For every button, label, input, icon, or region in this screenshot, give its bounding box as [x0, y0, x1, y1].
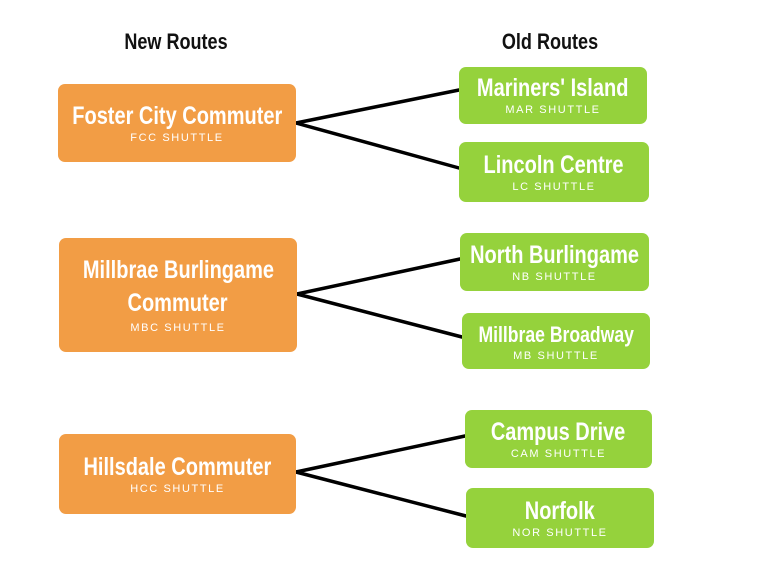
route-title: Mariners' Island [477, 74, 629, 102]
route-shuttle-code: MB SHUTTLE [513, 349, 599, 362]
new-route-foster-city-commuter: Foster City Commuter FCC SHUTTLE [58, 84, 296, 162]
route-shuttle-code: FCC SHUTTLE [130, 131, 224, 144]
route-title: Campus Drive [491, 417, 626, 446]
connector-fcc-mar [294, 88, 461, 125]
route-shuttle-code: NB SHUTTLE [512, 270, 597, 283]
route-title-line-2: Commuter [127, 288, 228, 317]
connector-hcc-nor [294, 470, 468, 518]
new-route-hillsdale-commuter: Hillsdale Commuter HCC SHUTTLE [59, 434, 296, 514]
old-route-north-burlingame: North Burlingame NB SHUTTLE [460, 233, 649, 291]
old-route-millbrae-broadway: Millbrae Broadway MB SHUTTLE [462, 313, 650, 369]
old-route-lincoln-centre: Lincoln Centre LC SHUTTLE [459, 142, 649, 202]
connector-hcc-cam [294, 434, 467, 474]
route-shuttle-code: MBC SHUTTLE [130, 321, 226, 334]
route-shuttle-code: NOR SHUTTLE [512, 526, 608, 539]
route-title: Norfolk [525, 496, 595, 525]
route-title-line-1: Millbrae Burlingame [82, 255, 274, 284]
route-title: Foster City Commuter [71, 101, 283, 130]
old-route-campus-drive: Campus Drive CAM SHUTTLE [465, 410, 652, 468]
connector-mbc-nb [295, 257, 462, 296]
route-shuttle-code: MAR SHUTTLE [505, 104, 601, 116]
route-title: Millbrae Broadway [478, 321, 634, 347]
route-shuttle-code: CAM SHUTTLE [510, 447, 607, 460]
new-route-millbrae-burlingame-commuter: Millbrae Burlingame Commuter MBC SHUTTLE [59, 238, 297, 352]
connector-mbc-mb [295, 292, 464, 339]
old-route-norfolk: Norfolk NOR SHUTTLE [466, 488, 654, 548]
old-route-mariners-island: Mariners' Island MAR SHUTTLE [459, 67, 647, 124]
route-shuttle-code: LC SHUTTLE [512, 180, 596, 193]
route-shuttle-code: HCC SHUTTLE [130, 482, 225, 495]
route-title: Hillsdale Commuter [83, 452, 272, 481]
old-routes-heading: Old Routes [501, 29, 599, 54]
connector-fcc-lc [294, 121, 461, 170]
route-title: North Burlingame [470, 240, 639, 269]
new-routes-heading: New Routes [124, 29, 228, 54]
route-title: Lincoln Centre [483, 150, 624, 179]
